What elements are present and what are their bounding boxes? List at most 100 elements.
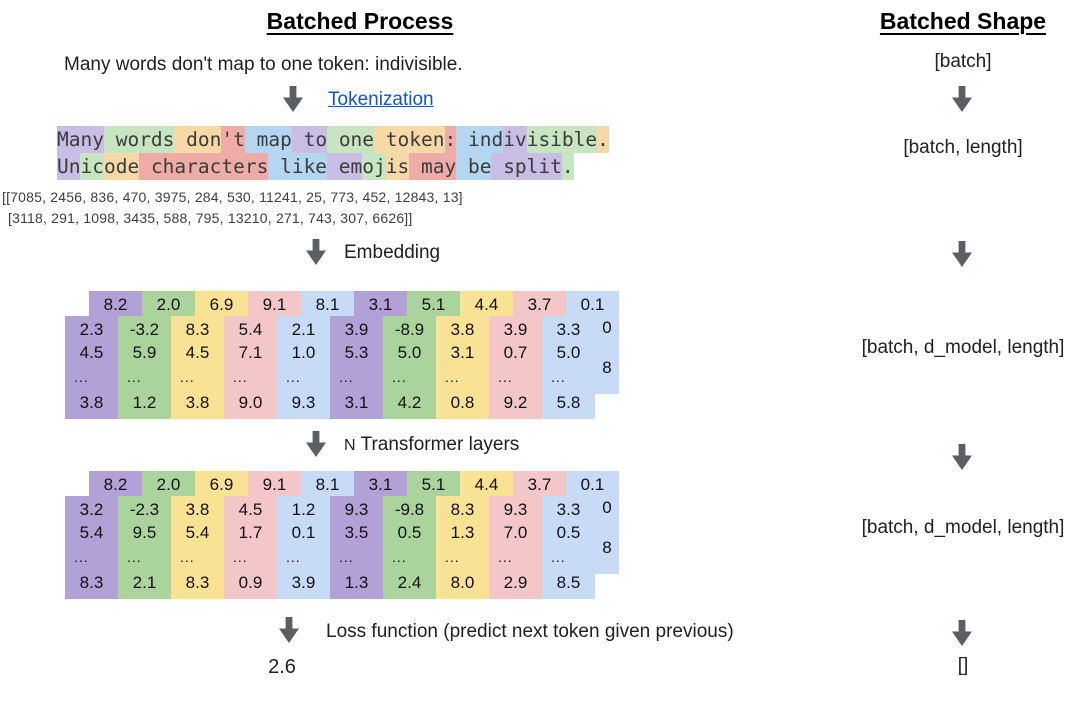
token-segment: 't — [221, 126, 245, 153]
matrix-value: 5.0 — [556, 343, 581, 362]
matrix-column: 5.4 7.1... 9.0 — [224, 316, 277, 419]
matrix-value: 3.8 — [185, 500, 210, 519]
matrix-value: 2.4 — [397, 573, 422, 592]
matrix-ellipsis: ... — [551, 369, 566, 385]
loss-value: 2.6 — [268, 656, 296, 678]
matrix-value: 8.0 — [450, 573, 475, 592]
matrix-value: 3.9 — [344, 320, 369, 339]
matrix-value: 4.4 — [474, 475, 499, 494]
matrix-ellipsis: ... — [339, 369, 354, 385]
matrix-value: 2.9 — [503, 573, 528, 592]
token-segment: Many — [57, 126, 104, 153]
matrix-value: 5.8 — [556, 393, 581, 412]
matrix-value: 9.3 — [291, 393, 316, 412]
shape-batch: [batch] — [934, 51, 992, 72]
tokenization-link[interactable]: Tokenization — [328, 89, 434, 110]
matrix-value: 3.1 — [368, 475, 393, 494]
down-arrow-shape-2 — [952, 241, 972, 267]
matrix-side-label: 0 — [602, 498, 612, 517]
token-segment: em — [327, 153, 363, 180]
token-segment: may — [409, 153, 457, 180]
matrix-ellipsis: ... — [74, 369, 89, 385]
matrix-value: 6.9 — [209, 295, 234, 314]
tokenized-text-block: Many words don't map to one token: indiv… — [57, 126, 609, 180]
matrix-value: 5.4 — [238, 320, 263, 339]
matrix-ellipsis: ... — [392, 549, 407, 565]
token-line-1: Many words don't map to one token: indiv… — [57, 126, 609, 153]
matrix-value: 0.8 — [450, 393, 475, 412]
matrix-value: -8.9 — [394, 320, 425, 339]
matrix-value: 9.0 — [238, 393, 263, 412]
matrix-ellipsis: ... — [127, 549, 142, 565]
matrix-value: 0.1 — [580, 475, 605, 494]
matrix-value: 3.8 — [79, 393, 104, 412]
token-segment: oj — [362, 153, 386, 180]
down-arrow-transformer — [306, 431, 326, 457]
matrix-value: 3.1 — [344, 393, 369, 412]
matrix-ellipsis: ... — [551, 549, 566, 565]
matrix-ellipsis: ... — [180, 549, 195, 565]
matrix-value: 2.3 — [79, 320, 104, 339]
matrix-value: 1.0 — [291, 343, 316, 362]
token-segment: ic — [80, 153, 104, 180]
matrix-value: 5.9 — [132, 343, 157, 362]
matrix-value: 3.8 — [450, 320, 475, 339]
down-arrow-shape-3 — [952, 444, 972, 470]
shape-batch-dmodel-length-2: [batch, d_model, length] — [861, 517, 1065, 538]
matrix-value: 9.1 — [262, 475, 287, 494]
matrix-ellipsis: ... — [498, 549, 513, 565]
matrix-value: 1.3 — [344, 573, 369, 592]
matrix-value: 5.0 — [397, 343, 422, 362]
token-segment: Un — [57, 153, 81, 180]
matrix-value: 7.1 — [238, 343, 263, 362]
shape-batch-length: [batch, length] — [903, 137, 1023, 158]
matrix-value: 3.3 — [556, 320, 581, 339]
matrix-value: 9.1 — [262, 295, 287, 314]
loss-function-label: Loss function (predict next token given … — [326, 621, 734, 642]
matrix-value: 0.1 — [291, 523, 316, 542]
matrix-side-label: 8 — [602, 358, 612, 377]
left-column-title: Batched Process — [266, 8, 454, 34]
matrix-ellipsis: ... — [498, 369, 513, 385]
matrix-value: 8.3 — [450, 500, 475, 519]
matrix-value: 3.7 — [527, 295, 552, 314]
down-arrow-shape-4 — [952, 620, 972, 646]
matrix-value: 4.5 — [79, 343, 104, 362]
matrix-value: 0.9 — [238, 573, 263, 592]
matrix-value: 8.1 — [315, 475, 340, 494]
matrix-value: 0.7 — [503, 343, 528, 362]
token-segment: one — [327, 126, 375, 153]
token-segment: map — [244, 126, 292, 153]
matrix-value: 8.1 — [315, 295, 340, 314]
matrix-value: 8.3 — [185, 320, 210, 339]
matrix-value: 0.1 — [580, 295, 605, 314]
input-sentence: Many words don't map to one token: indiv… — [64, 54, 463, 75]
matrix-ellipsis: ... — [74, 549, 89, 565]
matrix-value: 5.1 — [421, 295, 446, 314]
matrix-value: -3.2 — [129, 320, 160, 339]
matrix-value: 3.3 — [556, 500, 581, 519]
token-segment: words — [103, 126, 175, 153]
matrix-value: 3.8 — [185, 393, 210, 412]
matrix-value: 3.1 — [450, 343, 475, 362]
n-symbol: N — [344, 437, 356, 454]
matrix-ellipsis: ... — [233, 369, 248, 385]
matrix-value: 2.1 — [132, 573, 157, 592]
matrix-column: 2.3 4.5... 3.8 — [65, 316, 118, 419]
matrix-value: 3.9 — [291, 573, 316, 592]
